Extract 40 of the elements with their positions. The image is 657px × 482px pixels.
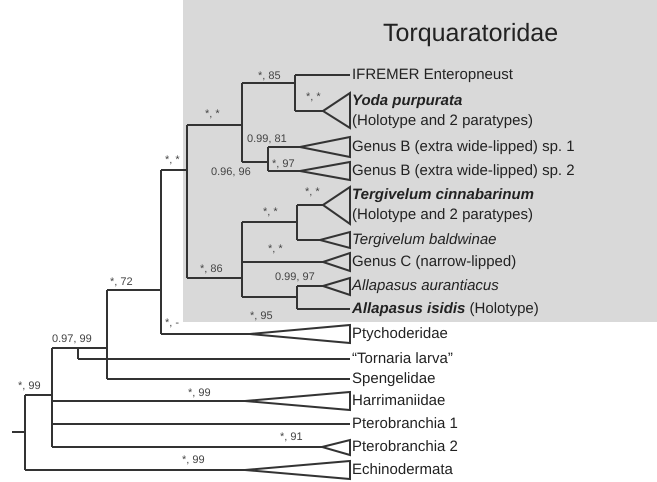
taxon-label: “Tornaria larva” — [352, 349, 453, 369]
taxon-label: Echinodermata — [352, 460, 453, 480]
support-value: *, 86 — [200, 263, 223, 275]
support-value: 0.99, 81 — [247, 133, 287, 145]
taxon-label: Pterobranchia 1 — [352, 414, 458, 434]
support-value: *, 99 — [18, 380, 41, 392]
taxon-label: IFREMER Enteropneust — [352, 65, 513, 85]
clade-title: Torquaratoridae — [383, 18, 558, 48]
support-value: *, * — [306, 91, 321, 103]
support-value: *, 99 — [188, 387, 211, 399]
support-value: *, * — [305, 186, 320, 198]
taxon-label: Allapasus aurantiacus — [352, 276, 499, 296]
support-value: *, - — [165, 317, 180, 329]
support-value: 0.99, 97 — [275, 271, 315, 283]
taxon-label: Tergivelum baldwinae — [352, 230, 497, 250]
taxon-label: Harrimaniidae — [352, 391, 446, 411]
taxon-label: Tergivelum cinnabarinum — [352, 185, 534, 205]
support-value: 0.96, 96 — [211, 166, 251, 178]
support-value: *, * — [268, 243, 283, 255]
taxon-label: Genus B (extra wide-lipped) sp. 2 — [352, 161, 575, 181]
taxon-label: Genus C (narrow-lipped) — [352, 252, 516, 272]
clade-highlight-band — [183, 0, 657, 322]
support-value: *, * — [165, 154, 180, 166]
support-value: *, 97 — [272, 158, 295, 170]
support-value: *, * — [263, 206, 278, 218]
taxon-label: (Holotype and 2 paratypes) — [352, 111, 533, 131]
support-value: *, * — [205, 108, 220, 120]
support-value: *, 91 — [280, 431, 303, 443]
taxon-label: Pterobranchia 2 — [352, 437, 458, 457]
taxon-label: Spengelidae — [352, 369, 436, 389]
taxon-label: Genus B (extra wide-lipped) sp. 1 — [352, 137, 575, 157]
support-value: *, 99 — [182, 454, 205, 466]
support-value: 0.97, 99 — [52, 333, 92, 345]
taxon-label: Ptychoderidae — [352, 324, 448, 344]
taxon-label: (Holotype and 2 paratypes) — [352, 205, 534, 225]
support-value: *, 72 — [110, 276, 133, 288]
taxon-label: Allapasus isidis (Holotype) — [352, 299, 539, 319]
support-value: *, 85 — [258, 70, 281, 82]
taxon-label: Yoda purpurata — [352, 91, 464, 111]
support-value: *, 95 — [250, 310, 273, 322]
